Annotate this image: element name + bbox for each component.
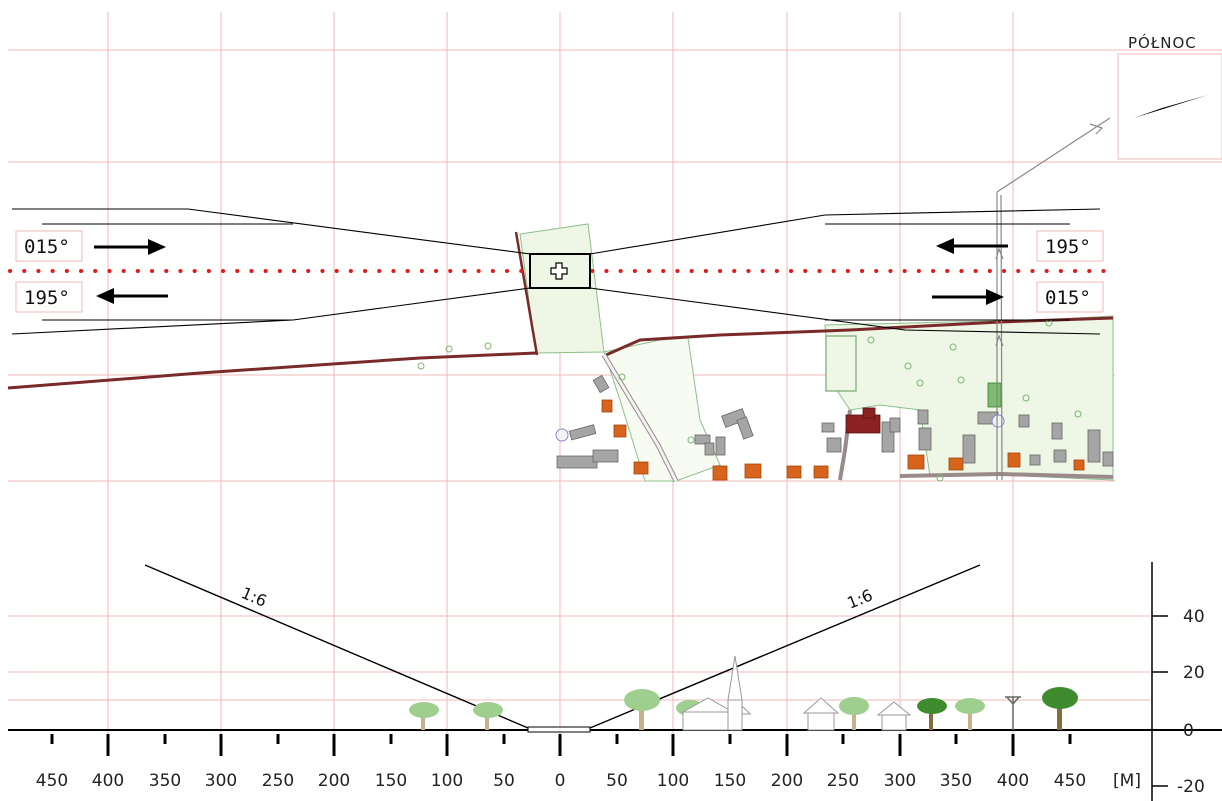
north-arrow-icon — [1134, 95, 1208, 118]
svg-text:50: 50 — [606, 771, 628, 791]
tree-icon — [839, 697, 869, 730]
tree-icon — [917, 698, 947, 730]
airfield-reference-point — [529, 253, 591, 289]
field-plot — [825, 335, 857, 392]
road-east — [605, 316, 1114, 357]
north-indicator: PÓŁNOC — [1117, 33, 1222, 160]
heading-left-top: 015° — [15, 230, 83, 262]
svg-text:300: 300 — [884, 771, 916, 791]
distance-labels: 450 400 350 300 250 200 150 100 50 0 50 … — [36, 771, 1141, 791]
distance-unit: [M] — [1113, 771, 1141, 791]
height-label: 20 — [1183, 663, 1205, 683]
house-icon — [802, 697, 840, 731]
north-label: PÓŁNOC — [1128, 33, 1197, 52]
power-line — [995, 117, 1111, 481]
buildings — [556, 374, 1114, 481]
tree-icon — [955, 698, 985, 730]
tree-icon — [409, 702, 439, 730]
svg-text:350: 350 — [940, 771, 972, 791]
svg-text:150: 150 — [714, 771, 746, 791]
church-icon — [681, 655, 752, 731]
height-label: 0 — [1183, 721, 1194, 741]
water-tower-icon — [555, 428, 569, 442]
svg-text:150: 150 — [375, 771, 407, 791]
svg-text:200: 200 — [771, 771, 803, 791]
heading-right-top: 195° — [1036, 230, 1104, 262]
arrow-right-icon — [94, 239, 166, 255]
profile-section: 40 20 0 -20 1:6 1:6 — [8, 562, 1222, 801]
svg-text:300: 300 — [205, 771, 237, 791]
svg-text:0: 0 — [555, 771, 566, 791]
svg-text:350: 350 — [149, 771, 181, 791]
svg-text:400: 400 — [92, 771, 124, 791]
heading-left-bottom: 195° — [15, 281, 83, 313]
water-tower-icon — [991, 414, 1005, 428]
obstacles — [409, 655, 1078, 731]
south-road — [899, 471, 1114, 479]
arrow-left-icon — [96, 288, 168, 304]
height-ticks — [1152, 615, 1168, 787]
svg-text:250: 250 — [262, 771, 294, 791]
road-west — [7, 351, 537, 390]
power-pole-icon — [1005, 696, 1021, 730]
svg-text:250: 250 — [827, 771, 859, 791]
svg-text:015°: 015° — [24, 236, 70, 258]
distance-ticks — [50, 734, 1072, 756]
svg-text:100: 100 — [431, 771, 463, 791]
svg-text:50: 50 — [493, 771, 515, 791]
svg-text:450: 450 — [1054, 771, 1086, 791]
arrow-left-icon — [936, 238, 1008, 254]
svg-text:195°: 195° — [24, 287, 70, 309]
arrow-right-icon — [932, 289, 1004, 305]
approach-surfaces — [11, 208, 1101, 335]
tree-icon — [473, 702, 503, 730]
svg-text:400: 400 — [997, 771, 1029, 791]
slope-line-left — [144, 564, 529, 729]
green-area-middle — [603, 337, 721, 482]
tree-icon — [624, 689, 660, 730]
trees-map — [417, 319, 1082, 482]
svg-text:450: 450 — [36, 771, 68, 791]
svg-text:100: 100 — [657, 771, 689, 791]
house-icon — [876, 701, 912, 731]
svg-text:200: 200 — [318, 771, 350, 791]
runway-profile — [527, 726, 591, 733]
green-structure — [987, 382, 1002, 408]
cross-icon — [550, 262, 568, 280]
svg-text:015°: 015° — [1045, 287, 1091, 309]
tree-icon — [1042, 687, 1078, 730]
heading-right-bottom: 015° — [1036, 281, 1104, 313]
svg-text:195°: 195° — [1045, 236, 1091, 258]
height-label: -20 — [1177, 777, 1205, 797]
height-label: 40 — [1183, 607, 1205, 627]
slope-label-right: 1:6 — [844, 585, 875, 612]
